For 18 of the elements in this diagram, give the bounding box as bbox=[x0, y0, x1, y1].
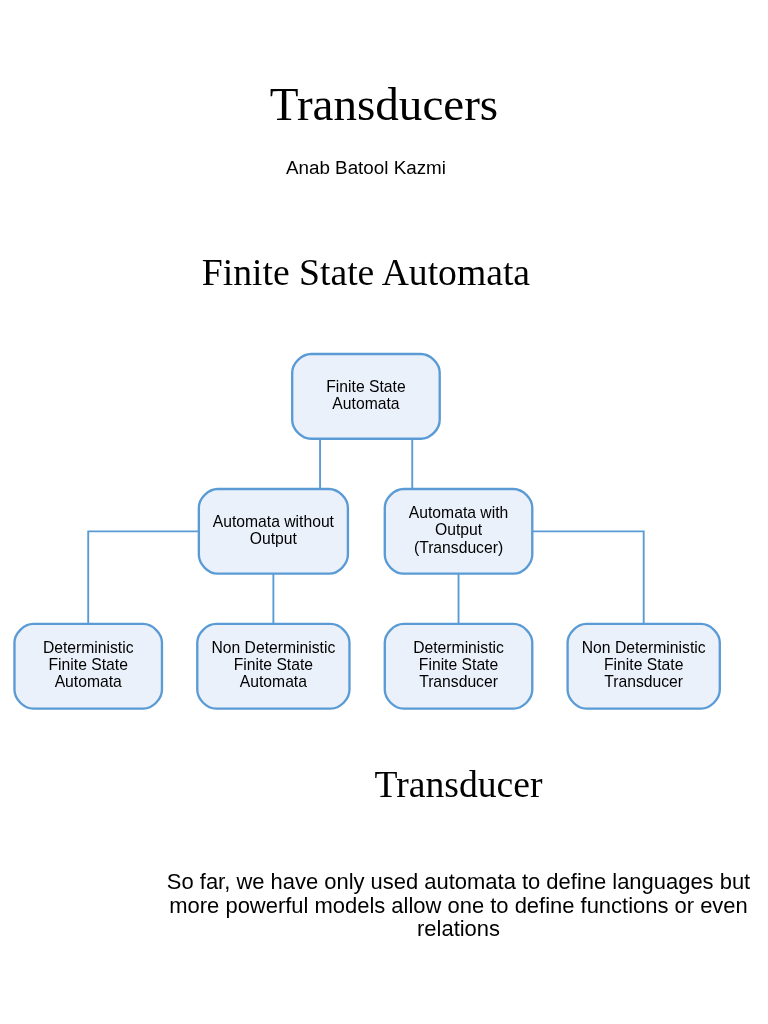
connector bbox=[319, 437, 321, 490]
node-box: Finite State Automata bbox=[291, 352, 441, 440]
node-box: Deterministic Finite State Transducer bbox=[383, 622, 534, 710]
connector bbox=[531, 529, 645, 625]
node-box: Deterministic Finite State Automata bbox=[13, 622, 164, 710]
connector bbox=[457, 572, 460, 625]
diagram-title: Transducers bbox=[269, 77, 499, 130]
label: Finite State Automata bbox=[201, 250, 531, 293]
node-box: Automata with Output (Transducer) bbox=[383, 487, 534, 575]
node-box: Automata without Output bbox=[197, 487, 350, 575]
label: Transducer bbox=[374, 762, 543, 805]
connector bbox=[411, 437, 414, 490]
label: So far, we have only used automata to define languages but more powerful models allow one to define functions or even relations bbox=[166, 868, 751, 941]
connector bbox=[87, 529, 200, 625]
label: Anab Batool Kazmi bbox=[285, 156, 446, 178]
connector bbox=[272, 572, 275, 625]
node-box: Non Deterministic Finite State Transducer bbox=[566, 622, 721, 710]
node-box: Non Deterministic Finite State Automata bbox=[196, 622, 351, 710]
